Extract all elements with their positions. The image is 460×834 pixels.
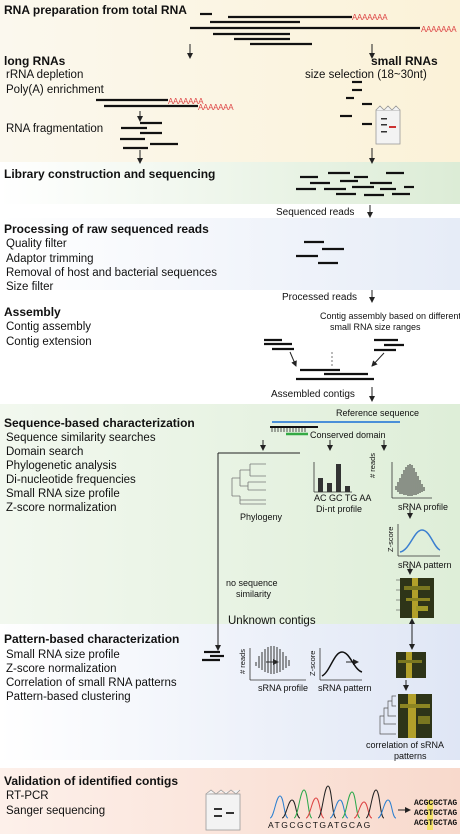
no-similarity-label: no sequence <box>226 578 278 588</box>
small-rnas-title: small RNAs <box>371 54 438 68</box>
assembly-step: Contig assembly <box>6 321 92 333</box>
library-title: Library construction and sequencing <box>4 167 216 181</box>
sequence-line: ACGCGCTAG <box>414 799 458 808</box>
sequence-step: Phylogenetic analysis <box>6 460 117 472</box>
sequenced-reads-label: Sequenced reads <box>276 207 355 218</box>
conserved-domain-label: Conserved domain <box>310 430 386 440</box>
pattern-step: Small RNA size profile <box>6 649 120 661</box>
processing-step: Adaptor trimming <box>6 253 94 265</box>
assembled-contigs-label: Assembled contigs <box>271 389 355 400</box>
correlation-label: correlation of sRNA <box>366 740 445 750</box>
polya-tail: AAAAAAA <box>198 103 234 112</box>
polya-tail: AAAAAAA <box>352 13 388 22</box>
reads-axis-label: # reads <box>368 452 377 478</box>
chromatogram-sequence: ATGCGCTGATGCAG <box>268 820 372 830</box>
processing-step: Removal of host and bacterial sequences <box>6 267 217 279</box>
assembly-title: Assembly <box>4 305 61 319</box>
pattern-step: Pattern-based clustering <box>6 691 131 703</box>
polya-tail: AAAAAAA <box>421 25 457 34</box>
processing-step: Quality filter <box>6 238 67 250</box>
unknown-contigs-label: Unknown contigs <box>228 615 316 627</box>
assembly-band <box>0 300 460 386</box>
reference-sequence-label: Reference sequence <box>336 408 420 418</box>
sequence-line: ACGTGCTAG <box>414 819 458 828</box>
validation-step: RT-PCR <box>6 790 49 802</box>
reads-axis-label: # reads <box>238 648 247 674</box>
srna-pattern-label: sRNA pattern <box>318 683 372 693</box>
sequence-step: Small RNA size profile <box>6 488 120 500</box>
no-similarity-label: similarity <box>236 589 271 599</box>
dint-axis-labels: AC GC TG AA <box>314 493 372 503</box>
sequence-title: Sequence-based characterization <box>4 416 195 430</box>
processing-title: Processing of raw sequenced reads <box>4 222 209 236</box>
validation-title: Validation of identified contigs <box>4 774 179 788</box>
validation-step: Sanger sequencing <box>6 805 106 817</box>
polya-tail: AAAAAAA <box>168 97 204 106</box>
assembly-step: Contig extension <box>6 336 92 348</box>
sequence-band <box>0 404 460 624</box>
zscore-axis-label: Z-score <box>386 526 395 552</box>
sequence-line: ACGTGCTAG <box>414 809 458 818</box>
dint-profile-label: Di-nt profile <box>316 504 363 514</box>
srna-profile-label: sRNA profile <box>398 502 449 512</box>
processed-reads-label: Processed reads <box>282 292 358 303</box>
zscore-axis-label: Z-score <box>308 650 317 676</box>
processing-step: Size filter <box>6 281 54 293</box>
fragmentation-label: RNA fragmentation <box>6 123 104 135</box>
srna-pattern-label: sRNA pattern <box>398 560 452 570</box>
sequence-step: Sequence similarity searches <box>6 432 156 444</box>
phylogeny-label: Phylogeny <box>240 512 283 522</box>
long-step: rRNA depletion <box>6 69 84 81</box>
assembly-note: small RNA size ranges <box>330 322 421 332</box>
sequence-step: Z-score normalization <box>6 502 117 514</box>
pattern-band <box>0 624 460 760</box>
pattern-title: Pattern-based characterization <box>4 632 180 646</box>
assembly-note: Contig assembly based on different <box>320 311 460 321</box>
small-step: size selection (18~30nt) <box>305 69 427 81</box>
pattern-step: Correlation of small RNA patterns <box>6 677 177 689</box>
correlation-label: patterns <box>394 751 427 761</box>
prep-title: RNA preparation from total RNA <box>4 3 187 17</box>
processing-band <box>0 218 460 290</box>
sequence-step: Domain search <box>6 446 84 458</box>
long-rnas-title: long RNAs <box>4 54 66 68</box>
srna-profile-label: sRNA profile <box>258 683 309 693</box>
pattern-step: Z-score normalization <box>6 663 117 675</box>
long-step: Poly(A) enrichment <box>6 84 104 96</box>
sequence-step: Di-nucleotide frequencies <box>6 474 136 486</box>
